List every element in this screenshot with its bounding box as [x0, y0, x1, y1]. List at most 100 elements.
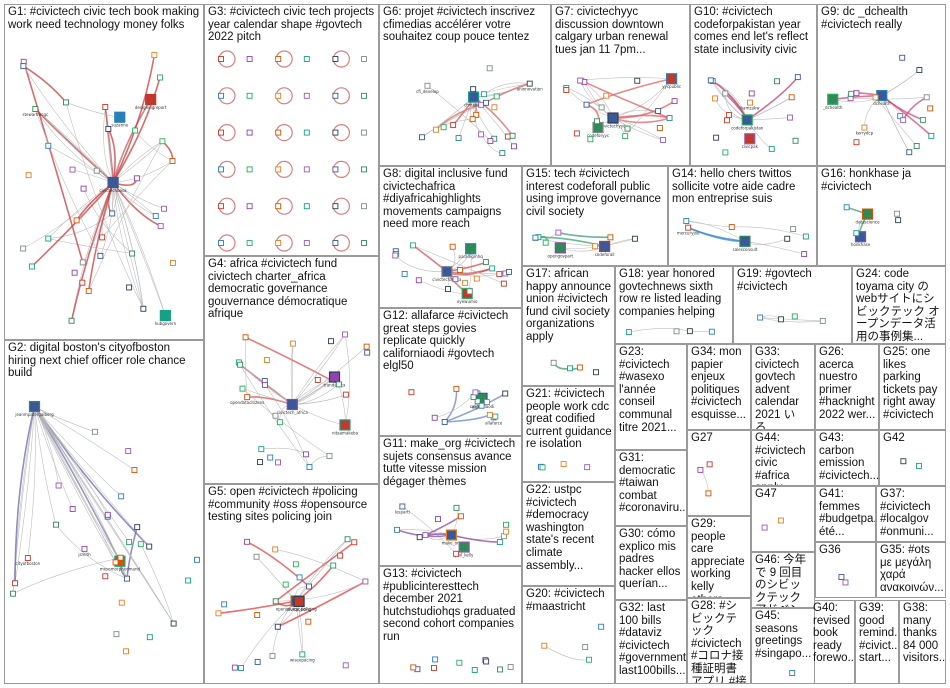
- node: [400, 504, 405, 509]
- node: [506, 269, 511, 274]
- edges: [760, 316, 823, 322]
- node: [914, 143, 919, 148]
- edge: [629, 328, 690, 332]
- node: [508, 664, 513, 669]
- group-graph-g34: [688, 345, 751, 430]
- node: [80, 280, 85, 285]
- edge: [35, 407, 150, 547]
- node: [123, 649, 128, 654]
- node: [608, 113, 618, 123]
- node: [124, 576, 129, 581]
- node: [632, 236, 637, 241]
- group-g22: G22: ustpc #civictech #democracy washing…: [522, 482, 615, 586]
- node: [306, 619, 311, 624]
- group-g40: G40: revised book ready forewo...: [809, 600, 855, 684]
- node: [70, 506, 75, 511]
- group-graph-g36: [816, 543, 876, 598]
- node: [254, 554, 259, 559]
- node-label: hamzakw: [740, 106, 760, 111]
- node: [604, 93, 609, 98]
- node: [849, 91, 854, 96]
- node-label: dchealth: [873, 101, 891, 106]
- edge: [747, 118, 790, 120]
- edge: [275, 549, 365, 581]
- group-g36: G36: [815, 542, 876, 598]
- node: [307, 584, 312, 589]
- node: [586, 657, 591, 662]
- group-g42: G42: [879, 430, 946, 486]
- node: [723, 150, 728, 155]
- node: [21, 64, 26, 69]
- group-g2: G2: digital boston's cityofboston hiring…: [4, 340, 204, 684]
- node: [304, 241, 309, 246]
- node: [270, 653, 275, 658]
- edge: [276, 542, 355, 601]
- group-g14: G14: hello chers twittos sollicite votre…: [668, 166, 817, 266]
- node: [453, 277, 458, 282]
- node: [259, 447, 264, 452]
- node: [657, 125, 662, 130]
- node: [504, 529, 509, 534]
- group-g20: G20: #civictech #maastricht: [522, 586, 615, 684]
- node: [275, 624, 280, 629]
- edge: [309, 456, 329, 467]
- node: [785, 236, 790, 241]
- edge: [339, 384, 345, 425]
- node-label: opendatacitizens: [230, 400, 264, 405]
- node: [160, 139, 165, 144]
- node: [303, 452, 308, 457]
- node: [53, 522, 58, 527]
- node: [268, 455, 273, 460]
- node: [304, 57, 309, 62]
- node: [708, 78, 713, 83]
- node: [844, 205, 849, 210]
- node: [276, 241, 281, 246]
- group-g1: G1: #civictech civic tech book making wo…: [4, 4, 204, 340]
- node: [789, 95, 794, 100]
- group-graph-g1: civictechbookstewartmcgcdesigningreporth…: [5, 5, 204, 340]
- node: [698, 467, 703, 472]
- node: [222, 602, 227, 607]
- node: [247, 93, 252, 98]
- node-label: _dchealth: [822, 105, 843, 110]
- node: [924, 95, 929, 100]
- node-label: mesomorphedmand: [100, 567, 141, 572]
- node: [863, 209, 873, 219]
- group-g45: G45: seasons greetings #singapo...: [751, 608, 815, 684]
- node: [917, 68, 922, 73]
- node-label: allafarce: [485, 420, 503, 425]
- node: [365, 350, 370, 355]
- group-g13: G13: #civictech #publicinteresttech dece…: [379, 566, 522, 684]
- node: [13, 581, 18, 586]
- node: [487, 66, 492, 71]
- node: [283, 582, 288, 587]
- edge: [24, 62, 83, 263]
- node-label: civicpak: [742, 144, 759, 149]
- node: [494, 94, 499, 99]
- node: [70, 167, 75, 172]
- edge: [292, 395, 346, 405]
- node: [561, 462, 566, 467]
- node: [409, 390, 414, 395]
- node: [542, 643, 547, 648]
- group-graph-g25: [880, 345, 946, 430]
- node: [160, 311, 170, 321]
- edge: [35, 407, 150, 547]
- node: [635, 78, 640, 83]
- group-graph-g8: civictechafricaparadigmhqoyewumio: [380, 167, 522, 308]
- node: [490, 266, 495, 271]
- group-g29: G29: people care appreciate working kell…: [687, 516, 751, 598]
- node: [916, 463, 921, 468]
- node: [459, 542, 469, 552]
- node-label: mercuryjoe: [677, 231, 700, 236]
- node: [920, 117, 925, 122]
- node: [330, 372, 340, 382]
- group-graph-g46: [752, 553, 815, 608]
- node: [333, 241, 338, 246]
- node-label: datascience: [856, 220, 881, 225]
- node: [103, 104, 108, 109]
- node: [441, 125, 446, 130]
- node: [94, 168, 99, 173]
- node: [446, 530, 456, 540]
- edge: [66, 102, 120, 117]
